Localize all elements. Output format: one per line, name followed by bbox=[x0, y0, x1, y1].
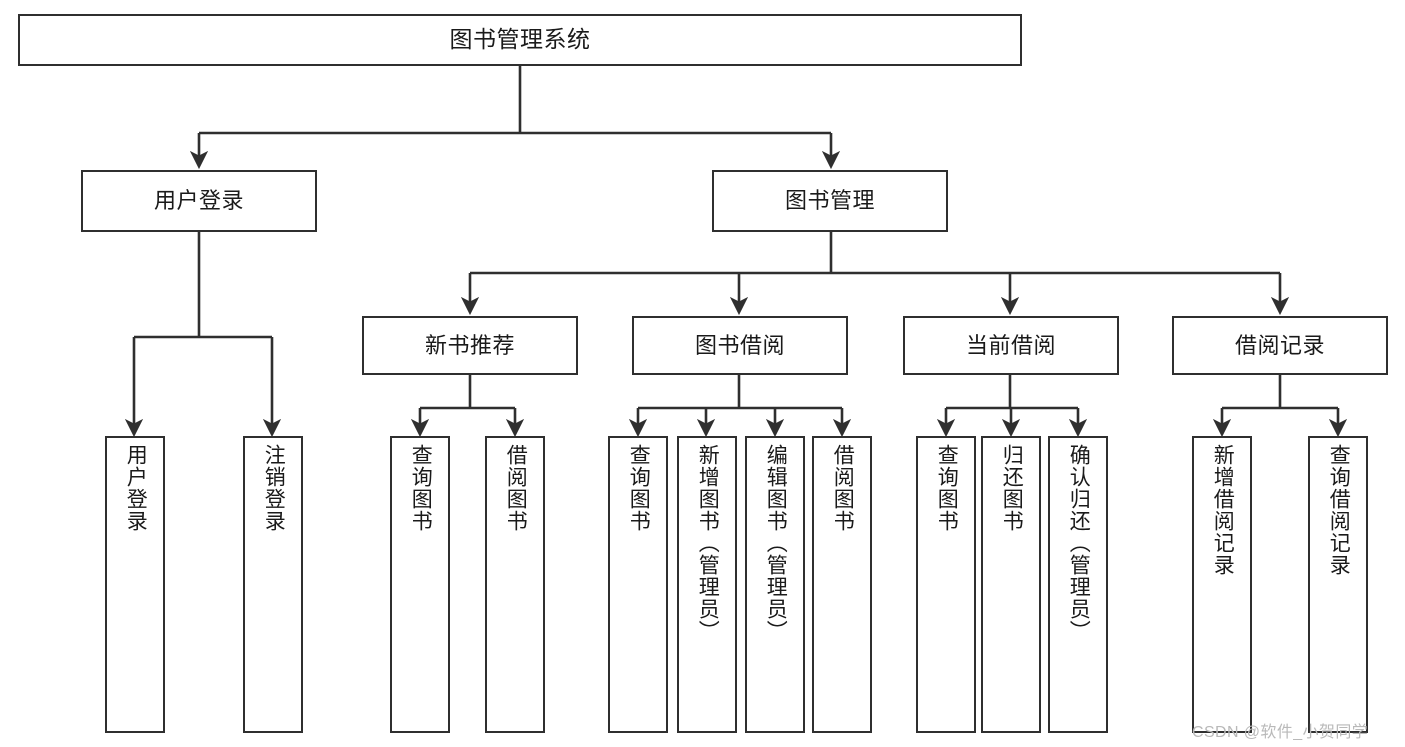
leaf-return-book[interactable]: 归还图书 bbox=[981, 436, 1041, 733]
node-book-borrow[interactable]: 图书借阅 bbox=[632, 316, 848, 375]
node-book-management[interactable]: 图书管理 bbox=[712, 170, 948, 232]
node-label: 图书管理 bbox=[784, 188, 875, 214]
node-label: 借阅图书 bbox=[831, 444, 855, 532]
node-label: 查询借阅记录 bbox=[1327, 444, 1351, 576]
leaf-query-book-new-recommend[interactable]: 查询图书 bbox=[390, 436, 450, 733]
leaf-logout-login[interactable]: 注销登录 bbox=[243, 436, 303, 733]
node-label: 查询图书 bbox=[409, 444, 433, 532]
node-label: 图书借阅 bbox=[694, 332, 785, 358]
node-borrow-record[interactable]: 借阅记录 bbox=[1172, 316, 1388, 375]
node-label: 用户登录 bbox=[153, 188, 244, 214]
node-label: 当前借阅 bbox=[965, 332, 1056, 358]
leaf-borrow-book-borrow[interactable]: 借阅图书 bbox=[812, 436, 872, 733]
leaf-query-borrow-record[interactable]: 查询借阅记录 bbox=[1308, 436, 1368, 733]
leaf-user-login[interactable]: 用户登录 bbox=[105, 436, 165, 733]
leaf-borrow-book-new-recommend[interactable]: 借阅图书 bbox=[485, 436, 545, 733]
node-label: 新书推荐 bbox=[424, 332, 515, 358]
leaf-edit-book-admin[interactable]: 编辑图书（管理员） bbox=[745, 436, 805, 733]
node-label: 新增图书（管理员） bbox=[696, 444, 720, 642]
node-label: 确认归还（管理员） bbox=[1067, 444, 1091, 642]
node-label: 查询图书 bbox=[627, 444, 651, 532]
node-label: 借阅图书 bbox=[504, 444, 528, 532]
node-label: 用户登录 bbox=[124, 444, 148, 532]
leaf-query-book-borrow[interactable]: 查询图书 bbox=[608, 436, 668, 733]
node-label: 新增借阅记录 bbox=[1211, 444, 1235, 576]
leaf-add-borrow-record[interactable]: 新增借阅记录 bbox=[1192, 436, 1252, 733]
csdn-watermark: CSDN @软件_小贺同学 bbox=[1192, 724, 1369, 741]
node-label: 归还图书 bbox=[1000, 444, 1024, 532]
node-label: 图书管理系统 bbox=[449, 26, 591, 53]
node-user-login[interactable]: 用户登录 bbox=[81, 170, 317, 232]
node-label: 查询图书 bbox=[935, 444, 959, 532]
node-label: 借阅记录 bbox=[1234, 332, 1325, 358]
leaf-confirm-return-admin[interactable]: 确认归还（管理员） bbox=[1048, 436, 1108, 733]
leaf-query-book-current[interactable]: 查询图书 bbox=[916, 436, 976, 733]
node-new-book-recommend[interactable]: 新书推荐 bbox=[362, 316, 578, 375]
node-root-book-management-system[interactable]: 图书管理系统 bbox=[18, 14, 1022, 66]
node-current-borrow[interactable]: 当前借阅 bbox=[903, 316, 1119, 375]
node-label: 注销登录 bbox=[262, 444, 286, 532]
node-label: 编辑图书（管理员） bbox=[764, 444, 788, 642]
leaf-add-book-admin[interactable]: 新增图书（管理员） bbox=[677, 436, 737, 733]
